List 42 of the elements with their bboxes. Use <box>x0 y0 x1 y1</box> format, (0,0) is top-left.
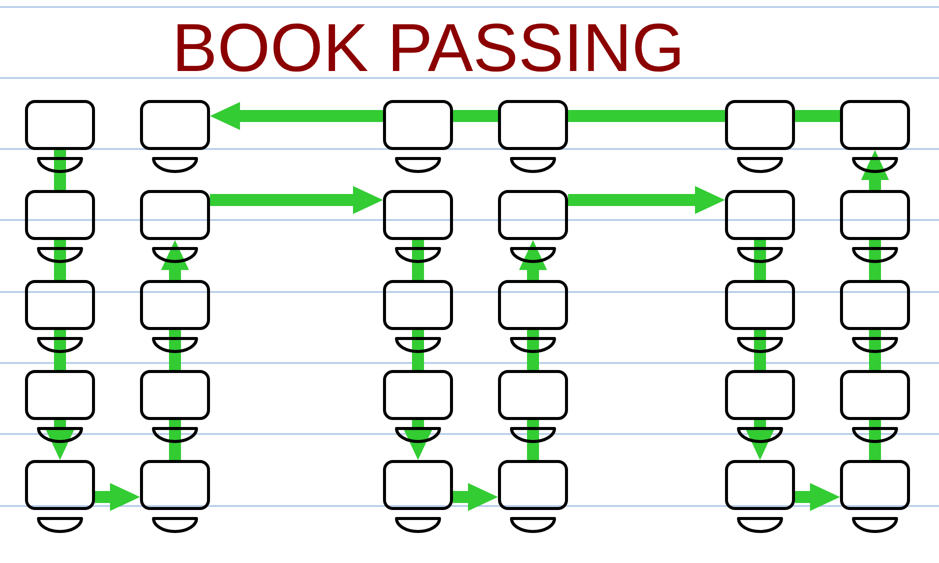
desk <box>498 370 568 420</box>
desk <box>725 190 795 240</box>
desk <box>25 190 95 240</box>
desk <box>25 460 95 510</box>
desk <box>140 460 210 510</box>
desk <box>383 190 453 240</box>
desk <box>840 460 910 510</box>
desk <box>383 460 453 510</box>
arrow <box>161 240 189 280</box>
arrow <box>46 420 74 460</box>
desk <box>725 100 795 150</box>
arrow <box>210 186 383 214</box>
arrow <box>95 483 140 511</box>
desk <box>25 280 95 330</box>
desk <box>25 100 95 150</box>
desk <box>840 190 910 240</box>
desk <box>498 460 568 510</box>
desk <box>140 370 210 420</box>
desk <box>383 280 453 330</box>
desk <box>140 100 210 150</box>
desk <box>498 100 568 150</box>
desk <box>383 100 453 150</box>
desk <box>725 280 795 330</box>
arrow <box>795 483 840 511</box>
desk <box>725 460 795 510</box>
desk <box>498 280 568 330</box>
title: BOOK PASSING <box>172 14 685 82</box>
desk <box>725 370 795 420</box>
desk <box>25 370 95 420</box>
desk <box>383 370 453 420</box>
desk <box>840 100 910 150</box>
arrow <box>746 420 774 460</box>
arrow <box>519 240 547 280</box>
desk <box>140 280 210 330</box>
arrow <box>568 186 725 214</box>
arrow <box>453 483 498 511</box>
arrow <box>210 102 383 130</box>
desk <box>840 280 910 330</box>
desk <box>140 190 210 240</box>
desk <box>498 190 568 240</box>
desk <box>840 370 910 420</box>
arrow <box>404 420 432 460</box>
